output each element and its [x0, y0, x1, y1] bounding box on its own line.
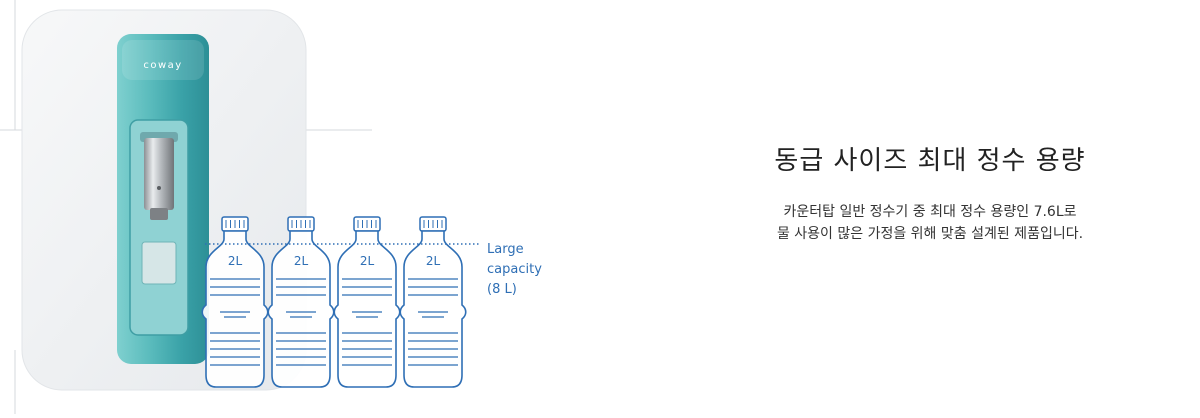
wall-tile-lines: [0, 0, 372, 414]
description-line-1: 카운터탑 일반 정수기 중 최대 정수 용량인 7.6L로: [783, 204, 1077, 220]
feature-description: 카운터탑 일반 정수기 중 최대 정수 용량인 7.6L로 물 사용이 많은 가…: [700, 201, 1160, 245]
feature-text-block: 동급 사이즈 최대 정수 용량 카운터탑 일반 정수기 중 최대 정수 용량인 …: [700, 140, 1160, 245]
bottle-label: 2L: [294, 254, 309, 268]
water-bottle: 2L: [201, 216, 269, 388]
water-bottle: 2L: [399, 216, 467, 388]
bottle-label: 2L: [426, 254, 441, 268]
capacity-label-line-1: Large: [487, 242, 524, 257]
bottle-outline: [333, 230, 401, 388]
bottle-group: 2L 2L 2L 2L: [201, 216, 467, 388]
brand-logo: coway: [143, 60, 182, 71]
capacity-label-line-2: capacity: [487, 262, 542, 277]
faucet: [140, 132, 178, 220]
water-bottle: 2L: [267, 216, 335, 388]
bottle-outline: [399, 230, 467, 388]
capacity-label-line-3: (8 L): [487, 282, 517, 297]
bottle-outline: [201, 230, 269, 388]
product-svg: coway 2L 2L 2L 2L Large capacity (8 L): [0, 0, 542, 414]
bottle-label: 2L: [360, 254, 375, 268]
product-illustration: coway 2L 2L 2L 2L Large capacity (8 L): [0, 0, 600, 414]
bottle-label: 2L: [228, 254, 243, 268]
feature-headline: 동급 사이즈 최대 정수 용량: [774, 146, 1086, 176]
display-panel: [141, 241, 177, 285]
description-line-2: 물 사용이 많은 가정을 위해 맞춤 설계된 제품입니다.: [776, 226, 1084, 242]
bottle-outline: [267, 230, 335, 388]
water-bottle: 2L: [333, 216, 401, 388]
